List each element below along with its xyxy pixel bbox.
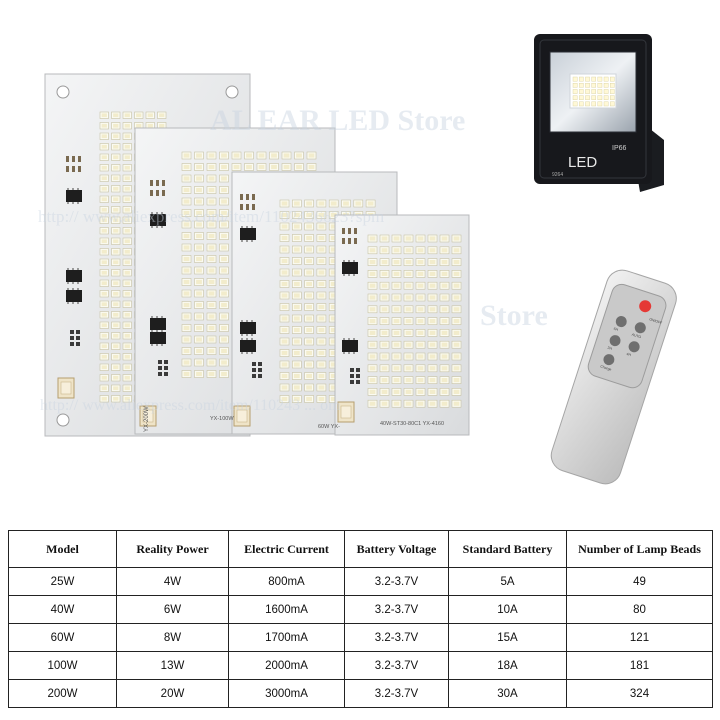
header-reality-power: Reality Power [116, 530, 229, 568]
remote-label-2h: 2H [607, 346, 613, 351]
header-battery-voltage: Battery Voltage [344, 530, 449, 568]
power-button-icon [639, 300, 652, 313]
board-label-40w: 40W-ST30-80C1 YX-4160 [380, 421, 444, 427]
table-row: 25W 4W 800mA 3.2-3.7V 5A 49 [8, 567, 713, 596]
floodlight-logo: LED [568, 154, 597, 171]
watermark-url-middle: http:// www.aliexpress.com/item/11024366… [38, 207, 384, 226]
watermark-url-bottom: http:// www.aliexpress.com/item/110243 .… [40, 397, 341, 414]
table-cell: 1700mA [228, 623, 345, 652]
table-cell: 2000mA [228, 651, 345, 680]
table-cell: 800mA [228, 567, 345, 596]
watermark-store-top: AL EAR LED Store [210, 104, 465, 137]
header-model: Model [8, 530, 117, 568]
table-cell: 49 [566, 567, 713, 596]
floodlight-rating: IP66 [612, 145, 627, 152]
table-cell: 1600mA [228, 595, 345, 624]
table-row: 40W 6W 1600mA 3.2-3.7V 10A 80 [8, 595, 713, 624]
table-cell: 80 [566, 595, 713, 624]
table-cell: 3.2-3.7V [344, 651, 449, 680]
table-cell: 100W [8, 651, 117, 680]
remote-label-4h: 4H [626, 352, 632, 357]
table-row: 200W 20W 3000mA 3.2-3.7V 30A 324 [8, 679, 713, 708]
table-row: 100W 13W 2000mA 3.2-3.7V 18A 181 [8, 651, 713, 680]
table-cell: 181 [566, 651, 713, 680]
header-standard-battery: Standard Battery [448, 530, 567, 568]
remote-label-6h: 6H [613, 327, 619, 332]
remote-control: ON/OFF AUTO 6H 4H 2H Charge [550, 269, 677, 485]
table-cell: 4W [116, 567, 229, 596]
table-cell: 15A [448, 623, 567, 652]
table-cell: 20W [116, 679, 229, 708]
table-cell: 6W [116, 595, 229, 624]
table-cell: 25W [8, 567, 117, 596]
table-cell: 3.2-3.7V [344, 567, 449, 596]
floodlight-code: 9264 [552, 172, 563, 178]
table-cell: 13W [116, 651, 229, 680]
header-electric-current: Electric Current [228, 530, 345, 568]
specs-table: Model Reality Power Electric Current Bat… [8, 530, 713, 708]
table-cell: 5A [448, 567, 567, 596]
table-cell: 121 [566, 623, 713, 652]
table-cell: 40W [8, 595, 117, 624]
table-cell: 18A [448, 651, 567, 680]
led-board-40w [334, 214, 470, 436]
table-cell: 60W [8, 623, 117, 652]
table-cell: 3000mA [228, 679, 345, 708]
remote-label-auto: AUTO [631, 333, 642, 340]
board-label-200w: YX-200W [144, 406, 150, 432]
table-header-row: Model Reality Power Electric Current Bat… [8, 530, 713, 568]
board-label-60w: 60W YX- [318, 424, 340, 430]
table-row: 60W 8W 1700mA 3.2-3.7V 15A 121 [8, 623, 713, 652]
remote-label-on-off: ON/OFF [649, 317, 663, 325]
remote-label-charge: Charge [600, 364, 612, 371]
table-cell: 3.2-3.7V [344, 595, 449, 624]
board-label-100w: YX-100W [210, 416, 234, 422]
table-cell: 30A [448, 679, 567, 708]
table-cell: 200W [8, 679, 117, 708]
table-cell: 3.2-3.7V [344, 623, 449, 652]
floodlight: LED IP66 9264 [534, 34, 664, 192]
header-lamp-beads: Number of Lamp Beads [566, 530, 713, 568]
watermark-store-middle: Store [480, 299, 548, 332]
table-cell: 3.2-3.7V [344, 679, 449, 708]
table-cell: 10A [448, 595, 567, 624]
table-cell: 324 [566, 679, 713, 708]
product-photo: YX-200W YX-100W 60W YX- 40W-ST30-80C1 YX… [38, 34, 677, 485]
table-cell: 8W [116, 623, 229, 652]
